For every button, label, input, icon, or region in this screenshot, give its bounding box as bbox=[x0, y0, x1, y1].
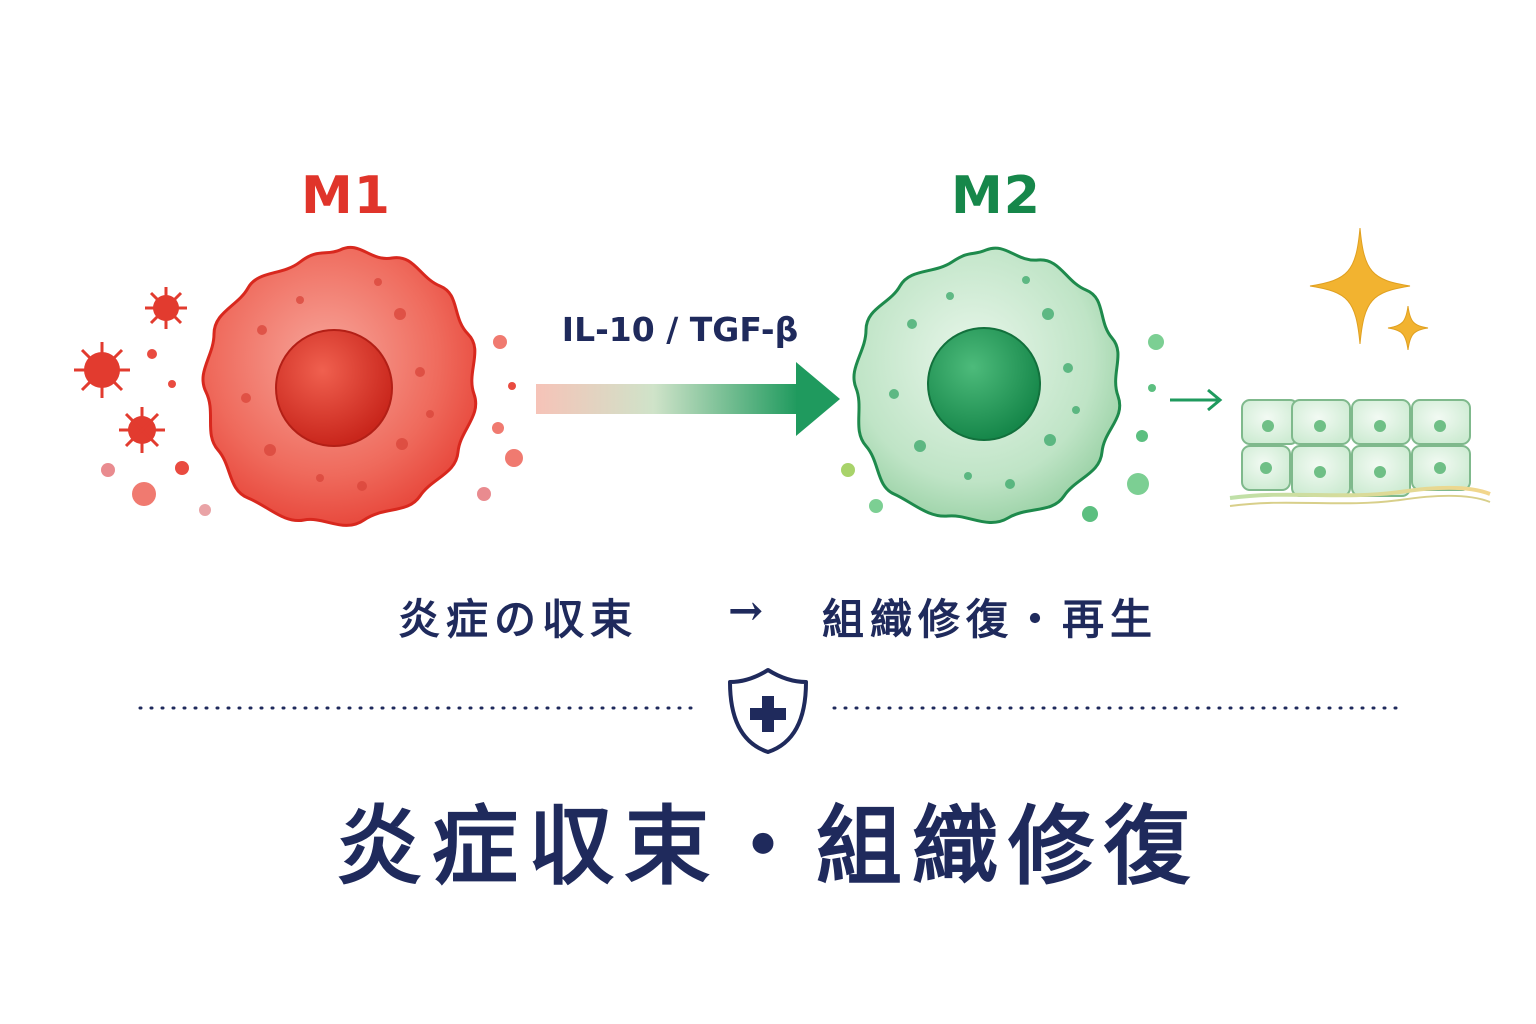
tissue-cells-icon bbox=[1229, 399, 1491, 507]
m1-particles bbox=[101, 335, 523, 516]
cytokine-label: IL-10 / TGF-β bbox=[561, 310, 799, 349]
m2-nucleus bbox=[927, 327, 1041, 441]
m1-label: M1 bbox=[301, 166, 391, 226]
shield-plus-icon bbox=[728, 668, 808, 754]
main-title: 炎症収束・組織修復 bbox=[336, 796, 1200, 897]
process-arrow: → bbox=[728, 586, 764, 635]
m2-macrophage bbox=[852, 246, 1122, 524]
m1-macrophage bbox=[201, 245, 478, 527]
m2-label: M2 bbox=[951, 166, 1041, 226]
virus-icon bbox=[74, 287, 187, 453]
m2-particles bbox=[841, 334, 1164, 522]
m1-nucleus bbox=[275, 329, 393, 447]
tissue-arrow bbox=[1170, 388, 1223, 412]
transition-arrow bbox=[536, 362, 840, 436]
process-from: 炎症の収束 bbox=[398, 595, 639, 644]
sparkle-icon bbox=[1309, 227, 1429, 351]
process-to: 組織修復・再生 bbox=[822, 595, 1159, 644]
